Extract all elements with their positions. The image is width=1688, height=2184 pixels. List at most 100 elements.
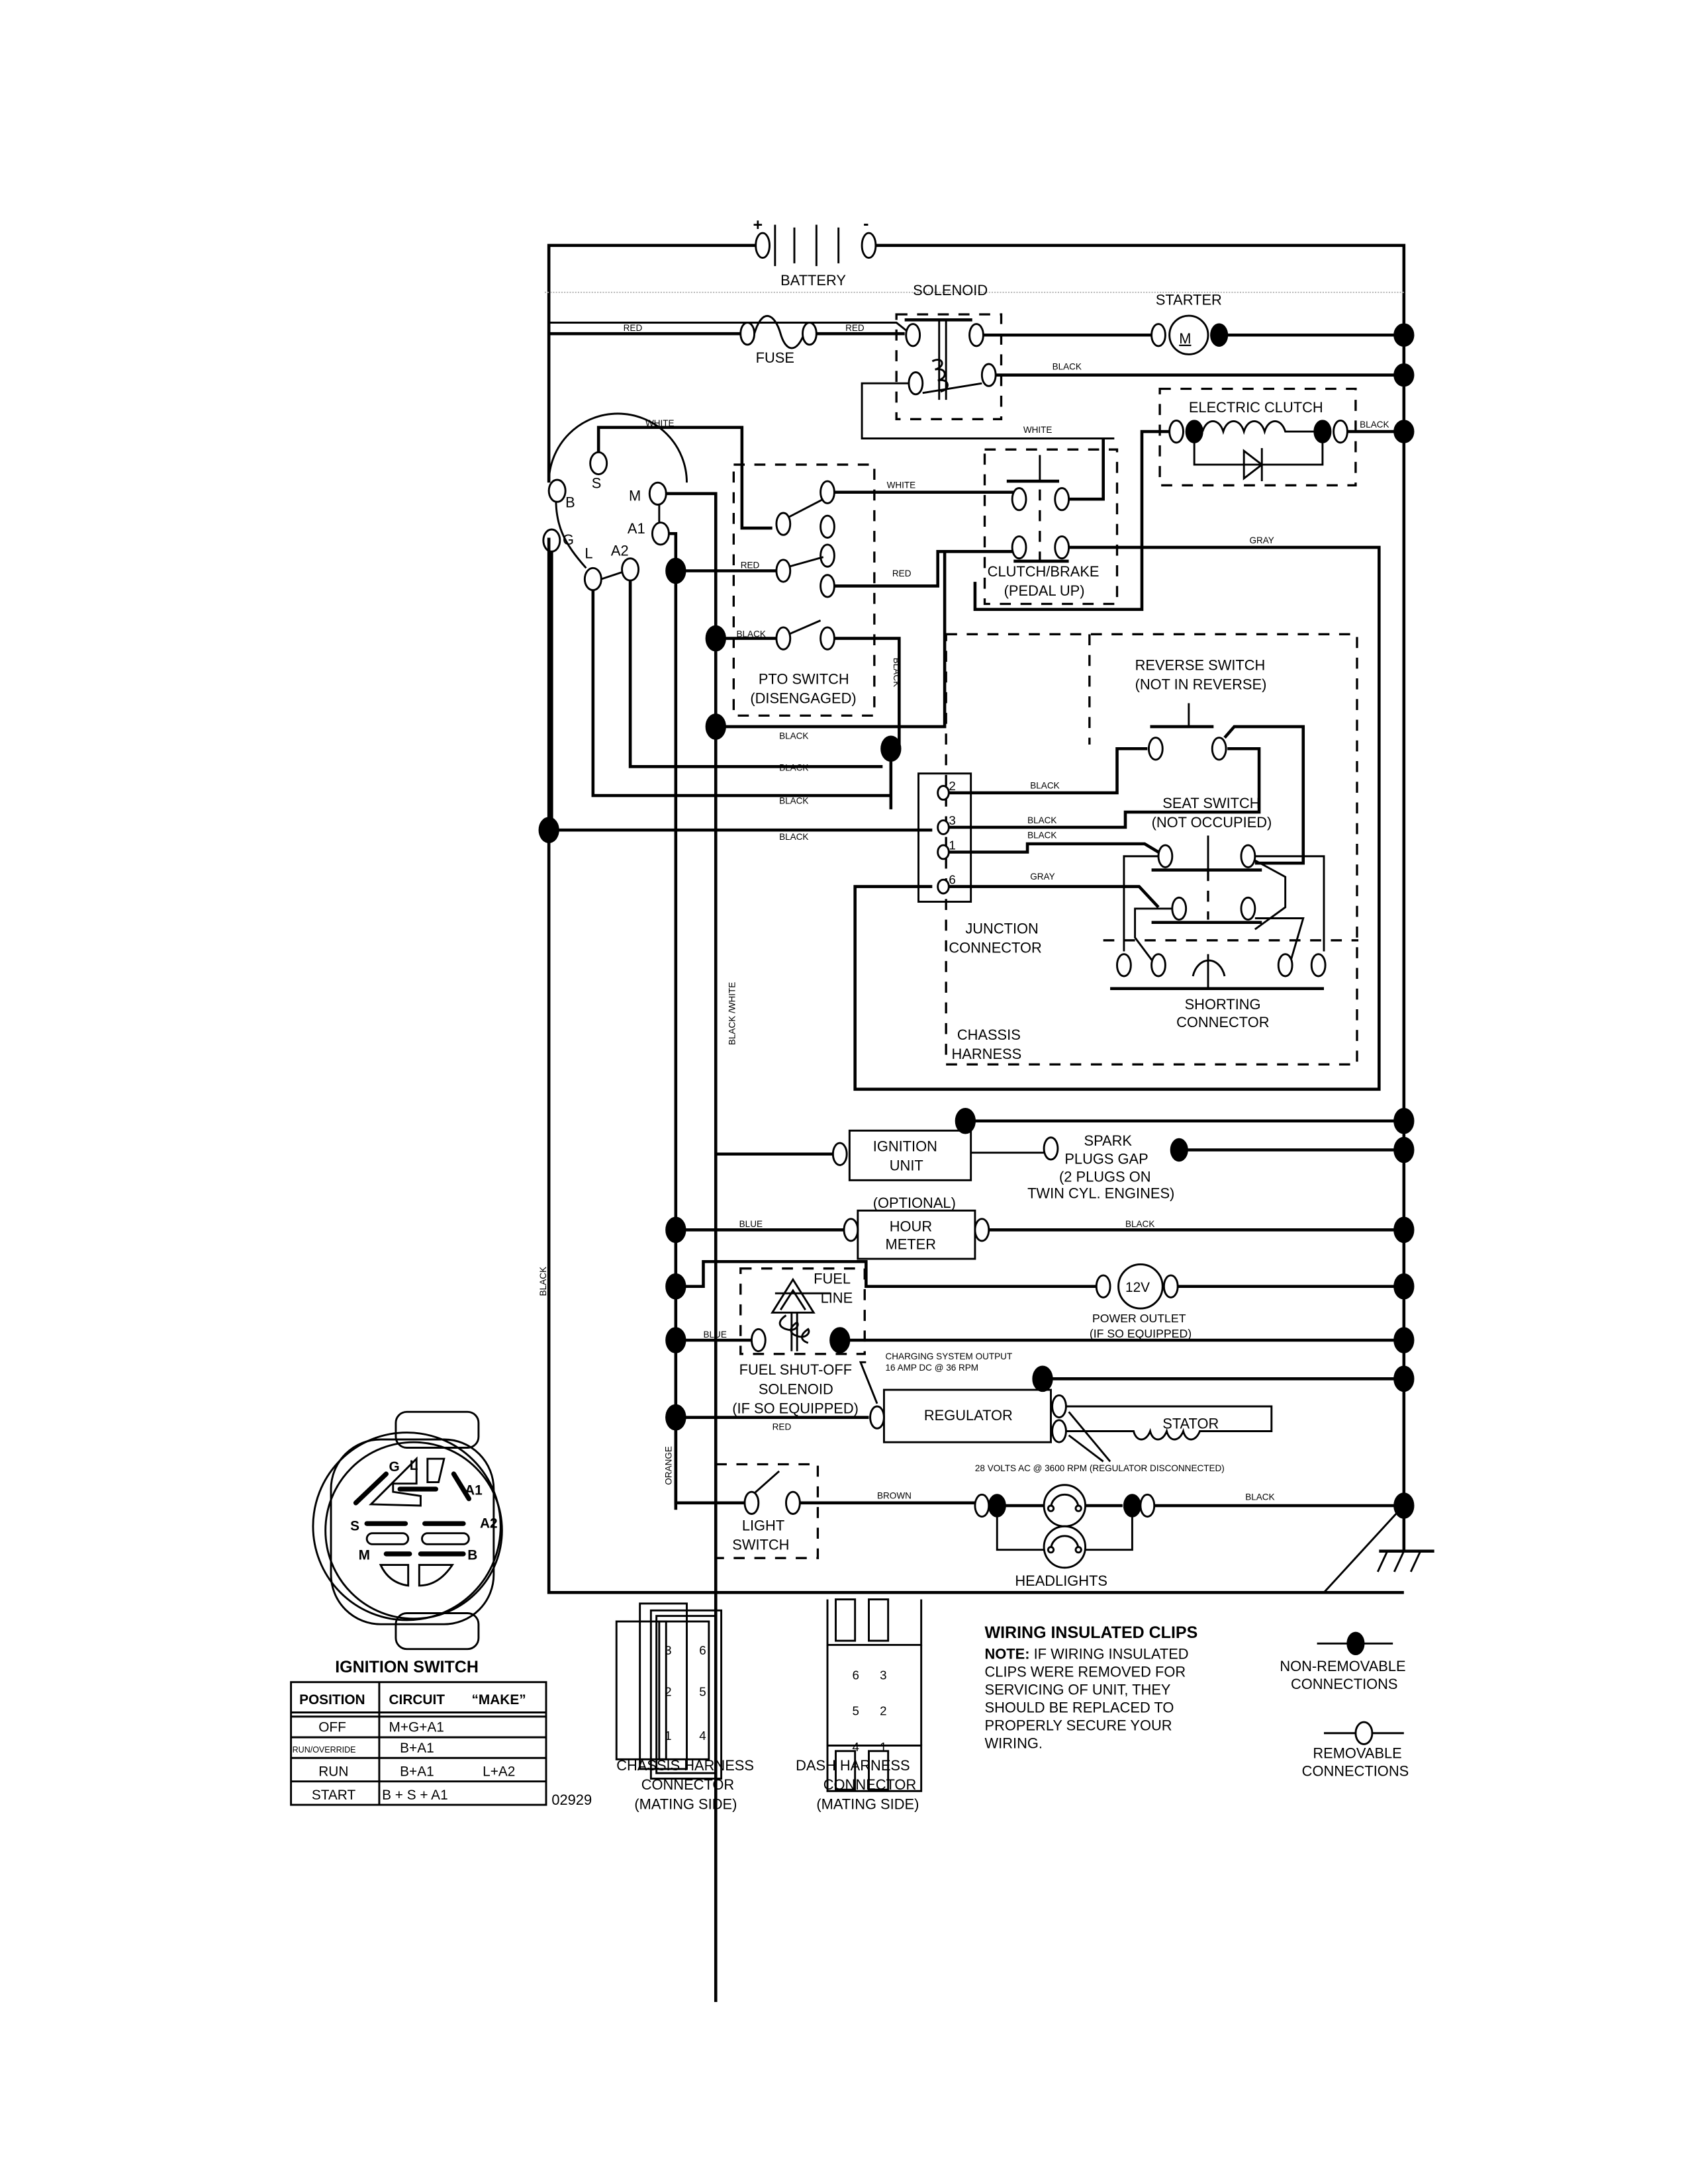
dash-pin-3: 3 bbox=[880, 1668, 886, 1682]
note-text: IF WIRING INSULATED bbox=[1030, 1645, 1189, 1662]
dash-harness-connector: 6 3 5 2 4 1 DASH HARNESS CONNECTOR (MATI… bbox=[796, 1598, 923, 1812]
hour-meter-label-2: METER bbox=[886, 1236, 937, 1252]
spark-plugs-label-3: (2 PLUGS ON bbox=[1059, 1168, 1150, 1185]
ignition-unit: IGNITION UNIT SPARK PLUGS GAP (2 PLUGS O… bbox=[716, 1107, 1415, 1201]
wire-label-brown: BROWN bbox=[877, 1491, 912, 1501]
reverse-switch-label: REVERSE SWITCH bbox=[1135, 657, 1266, 674]
chassis-harness-label-2: HARNESS bbox=[952, 1046, 1022, 1062]
terminal-label-a1: A1 bbox=[628, 520, 645, 537]
fuel-shutoff-solenoid: FUEL LINE BLUE FUEL SHUT-OFF SOLENOID (I… bbox=[665, 1259, 1415, 1416]
wire-label-black: BLACK bbox=[779, 832, 808, 842]
pto-switch-label: PTO SWITCH bbox=[759, 670, 849, 687]
dash-pin-6: 6 bbox=[853, 1668, 859, 1682]
dash-pin-1: 1 bbox=[880, 1740, 886, 1754]
starter-motor: STARTER M bbox=[1150, 291, 1415, 387]
note-line-1: NOTE: IF WIRING INSULATED bbox=[985, 1645, 1189, 1662]
light-switch-label-2: SWITCH bbox=[732, 1537, 789, 1553]
face-label-a2: A2 bbox=[480, 1516, 498, 1531]
wire-label-black: BLACK bbox=[779, 796, 808, 806]
face-label-s: S bbox=[350, 1519, 359, 1534]
face-label-m: M bbox=[359, 1547, 370, 1563]
electric-clutch-label: ELECTRIC CLUTCH bbox=[1189, 399, 1323, 416]
terminal-label-s: S bbox=[592, 475, 602, 492]
starter-symbol: M bbox=[1179, 330, 1191, 347]
light-switch: ORANGE BROWN LIGHT SWITCH bbox=[664, 1417, 975, 1559]
legend-non-removable-2: CONNECTIONS bbox=[1291, 1676, 1398, 1692]
reverse-switch: REVERSE SWITCH (NOT IN REVERSE) bbox=[1135, 657, 1305, 865]
row-position: START bbox=[312, 1788, 356, 1803]
battery-label: BATTERY bbox=[780, 272, 846, 289]
table-row: RUN B+A1 L+A2 bbox=[318, 1764, 515, 1779]
battery-minus-sign: - bbox=[863, 214, 868, 233]
non-removable-connection-icon bbox=[1346, 1631, 1365, 1656]
solenoid-label: SOLENOID bbox=[913, 282, 988, 298]
table-header-circuit: CIRCUIT bbox=[389, 1692, 445, 1707]
face-label-a1: A1 bbox=[465, 1482, 483, 1498]
dash-pin-4: 4 bbox=[853, 1740, 859, 1754]
wire-label-black: BLACK bbox=[1053, 361, 1082, 371]
table-header-make: “MAKE” bbox=[472, 1692, 526, 1707]
chassis-harness: 2 3 1 6 BLACK BLACK BLACK GRAY JUNCTION … bbox=[917, 633, 1358, 1066]
wire-label-blue: BLUE bbox=[739, 1219, 763, 1229]
ignition-switch-table: IGNITION SWITCH POSITION CIRCUIT “MAKE” … bbox=[290, 1658, 592, 1808]
fuel-shutoff-label-3: (IF SO EQUIPPED) bbox=[732, 1400, 859, 1416]
wire-label-blue: BLUE bbox=[704, 1330, 727, 1340]
fuse-label: FUSE bbox=[756, 349, 794, 366]
ignition-switch-face: G L A1 A2 S M B bbox=[312, 1410, 503, 1651]
wire-label-red: RED bbox=[741, 560, 760, 570]
wire-label-black: BLACK bbox=[1027, 831, 1056, 841]
table-row: OFF M+G+A1 bbox=[318, 1720, 444, 1735]
solenoid: SOLENOID BLACK bbox=[549, 282, 1404, 439]
wire-label-black: BLACK bbox=[1027, 815, 1056, 825]
chassis-pin-2: 2 bbox=[665, 1685, 671, 1699]
legend-non-removable: NON-REMOVABLE bbox=[1280, 1658, 1405, 1674]
black-wire-bundle: BLACK BLACK BLACK BLACK BLACK /WHITE BLA… bbox=[538, 731, 933, 1296]
shorting-connector-label: SHORTING bbox=[1185, 996, 1261, 1013]
legend: NON-REMOVABLE CONNECTIONS REMOVABLE CONN… bbox=[1280, 1631, 1409, 1779]
spark-plugs-label-4: TWIN CYL. ENGINES) bbox=[1027, 1185, 1174, 1201]
chassis-pin-6: 6 bbox=[699, 1643, 706, 1657]
note-line-3: SERVICING OF UNIT, THEY bbox=[985, 1681, 1171, 1698]
pto-switch-state: (DISENGAGED) bbox=[750, 690, 856, 707]
wire-label-orange: ORANGE bbox=[664, 1446, 674, 1485]
wire-label-white: WHITE bbox=[887, 480, 916, 490]
junction-connector: 2 3 1 6 bbox=[937, 779, 956, 895]
removable-connection-icon bbox=[1354, 1721, 1374, 1745]
chassis-harness-label: CHASSIS bbox=[957, 1026, 1021, 1043]
row-position: RUN bbox=[318, 1764, 348, 1779]
row-circuit: B + S + A1 bbox=[382, 1788, 448, 1803]
dash-pin-5: 5 bbox=[853, 1704, 859, 1718]
ignition-switch-schematic: S B M A1 G L A2 WHITE bbox=[542, 322, 1404, 2002]
wire-label-black-white: BLACK /WHITE bbox=[727, 982, 737, 1046]
chassis-connector-label-3: (MATING SIDE) bbox=[634, 1796, 737, 1812]
face-label-b: B bbox=[467, 1547, 477, 1563]
terminal-label-m: M bbox=[629, 487, 641, 504]
row-circuit: B+A1 bbox=[400, 1764, 434, 1779]
charging-output-label-2: 16 AMP DC @ 36 RPM bbox=[886, 1363, 979, 1373]
row-position: OFF bbox=[318, 1720, 346, 1735]
clutch-brake-label: CLUTCH/BRAKE bbox=[988, 563, 1100, 580]
starter-label: STARTER bbox=[1156, 291, 1222, 308]
stator-label: STATOR bbox=[1162, 1415, 1219, 1432]
wire-label-black: BLACK bbox=[779, 731, 808, 741]
wire-label-red: RED bbox=[773, 1422, 792, 1432]
clutch-brake-switch: WHITE GRAY CLUTCH/BRAKE (PEDAL UP) bbox=[853, 425, 1381, 1091]
wire-label-white: WHITE bbox=[1023, 425, 1053, 435]
row-circuit: B+A1 bbox=[400, 1741, 434, 1756]
seat-switch: SEAT SWITCH (NOT OCCUPIED) bbox=[1103, 795, 1359, 966]
junction-pin-6: 6 bbox=[949, 872, 955, 886]
power-outlet-symbol: 12V bbox=[1125, 1280, 1150, 1295]
pto-switch: PTO SWITCH (DISENGAGED) WHITE RED RED BL… bbox=[665, 463, 1021, 762]
row-make: L+A2 bbox=[483, 1764, 515, 1779]
chassis-pin-1: 1 bbox=[665, 1729, 671, 1743]
wire-label-gray: GRAY bbox=[1030, 872, 1055, 882]
power-outlet-label-2: (IF SO EQUIPPED) bbox=[1090, 1327, 1192, 1340]
face-label-g: G bbox=[389, 1459, 400, 1475]
note-line-5: PROPERLY SECURE YOUR bbox=[985, 1717, 1172, 1734]
wire-label-white: WHITE bbox=[645, 418, 675, 428]
junction-pin-3: 3 bbox=[949, 813, 955, 827]
wire-label-gray: GRAY bbox=[1250, 535, 1274, 545]
seat-switch-state: (NOT OCCUPIED) bbox=[1152, 814, 1272, 831]
row-position: RUN/OVERRIDE bbox=[293, 1745, 356, 1754]
